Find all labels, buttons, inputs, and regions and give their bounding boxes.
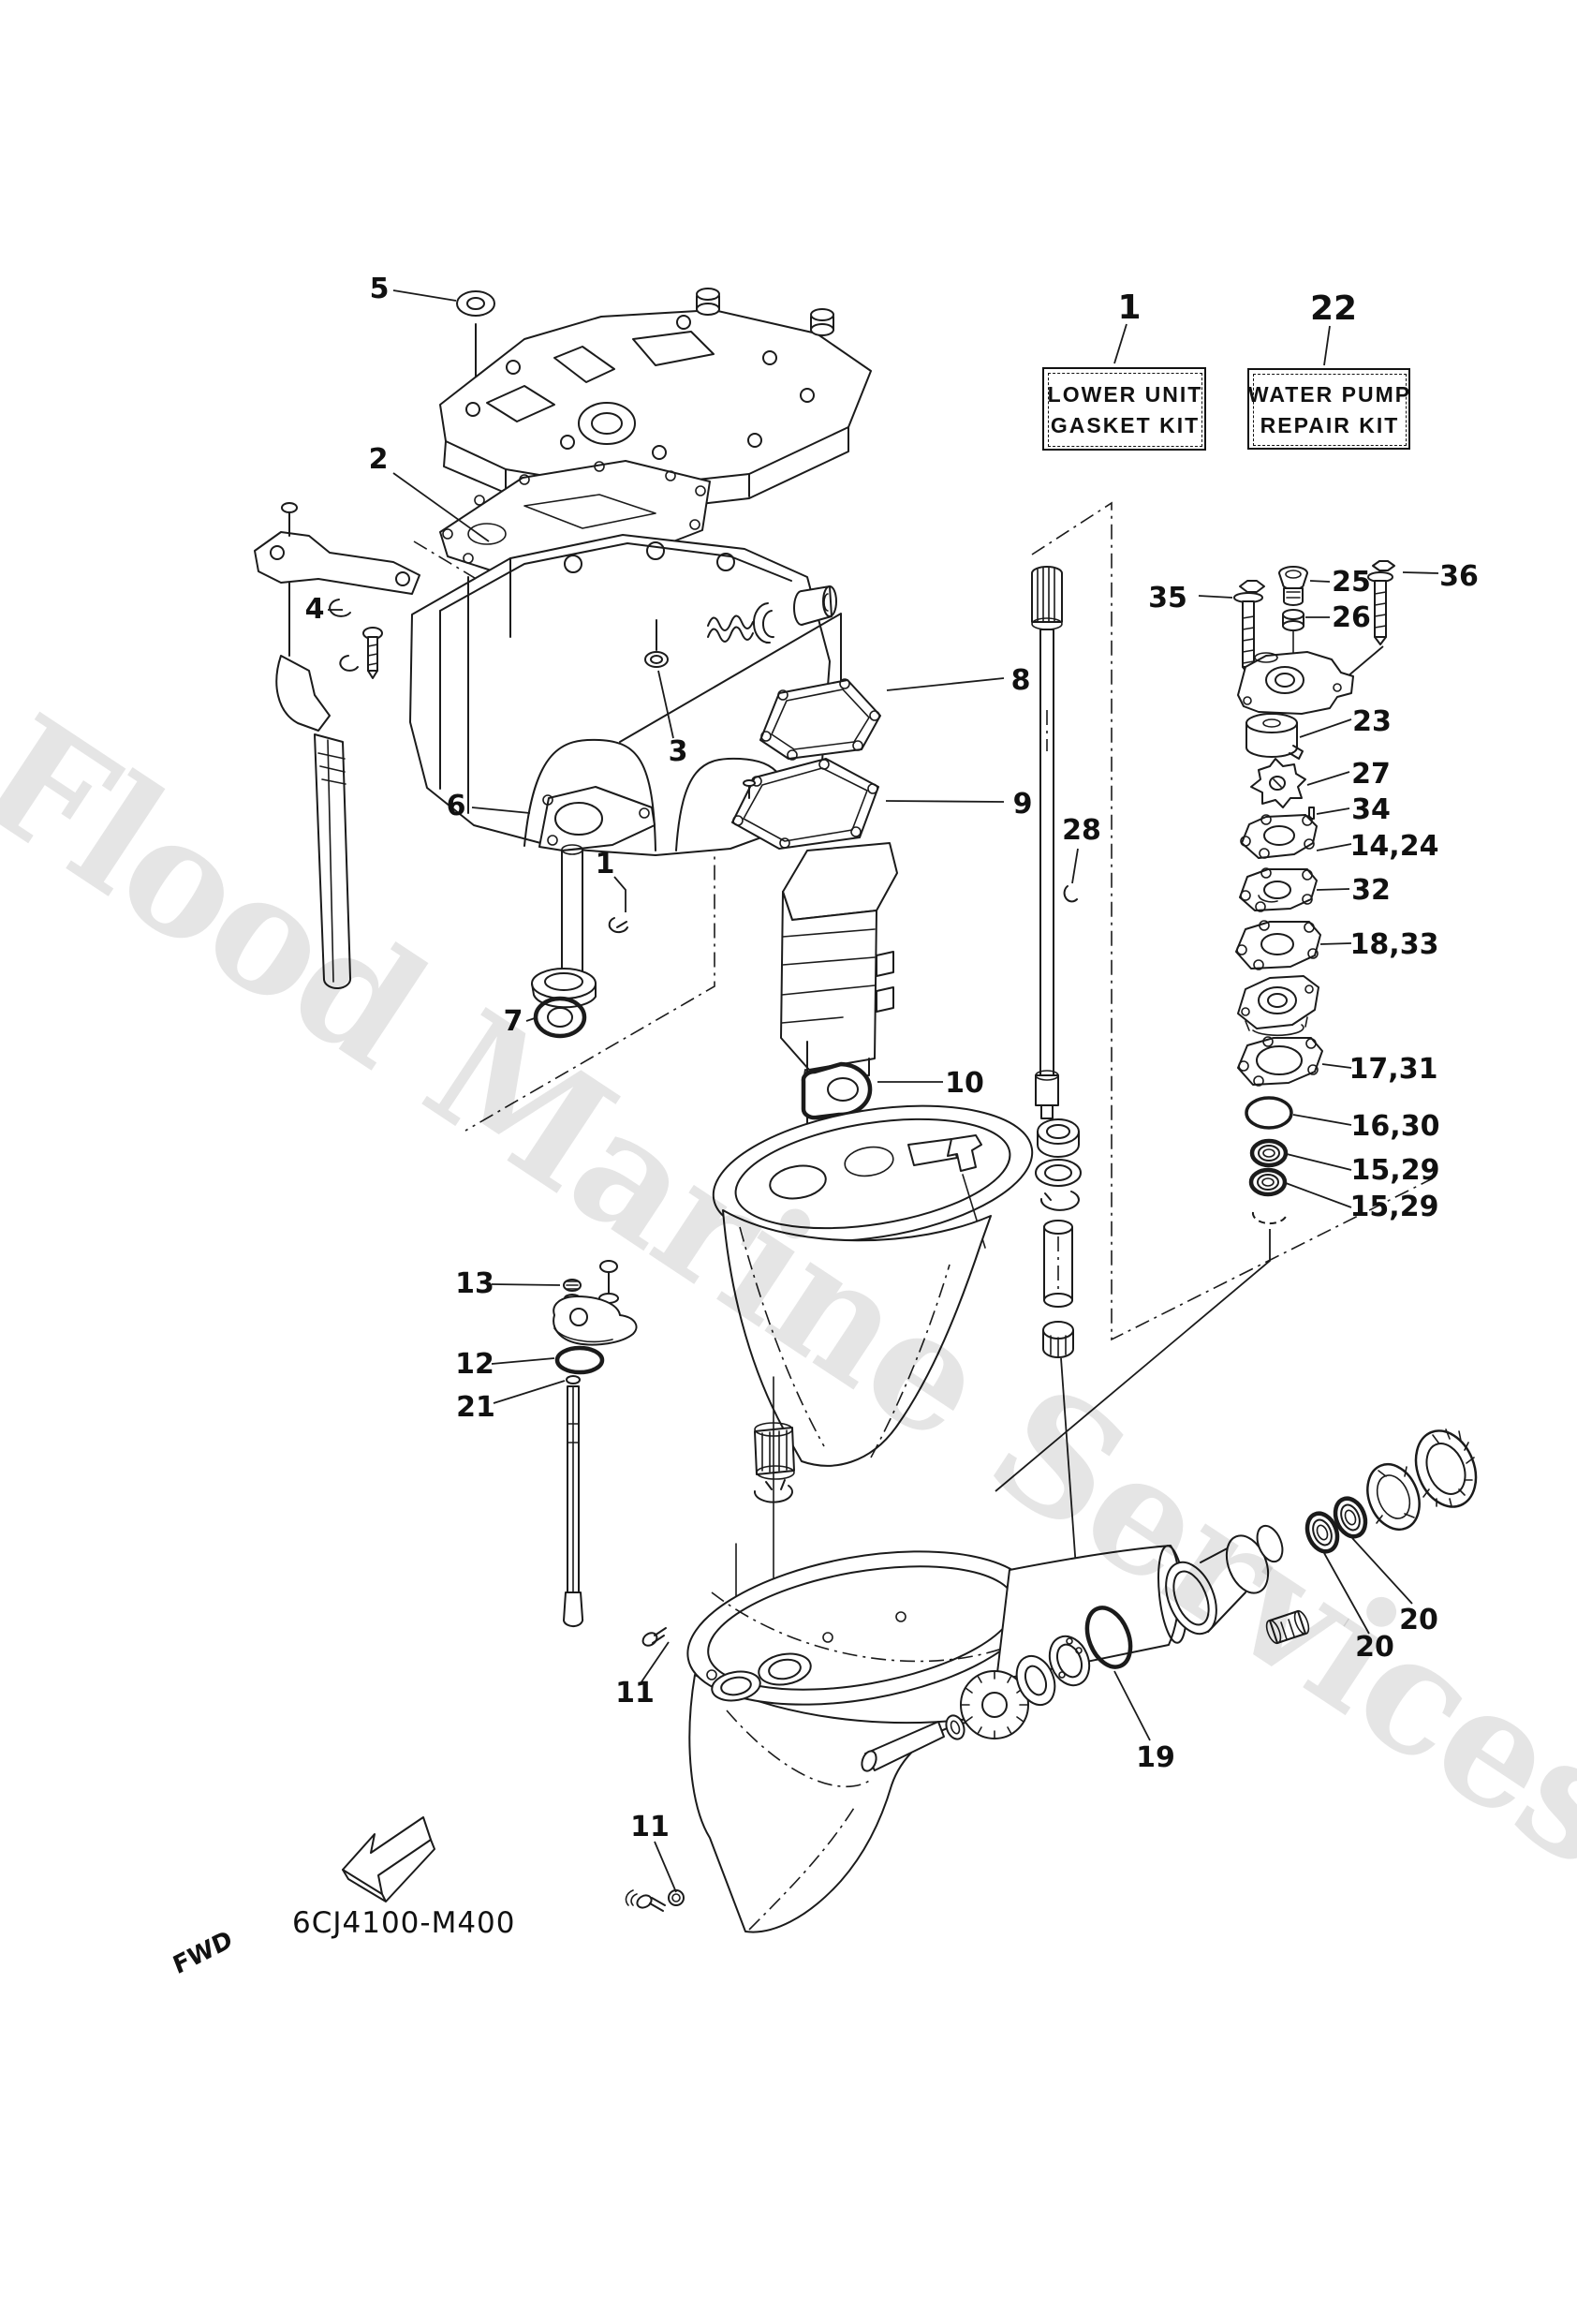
callout-label: 1 <box>1117 289 1141 327</box>
callout-leader <box>1316 807 1350 815</box>
muffler-gasket-stack <box>731 678 898 1168</box>
callout-label: 15,29 <box>1351 1154 1440 1187</box>
callout-label: 25 <box>1332 566 1371 599</box>
callout-leader <box>657 670 674 739</box>
callout-label: 5 <box>370 273 390 305</box>
callout-label: 34 <box>1351 793 1391 826</box>
speedo-nipple-parts <box>644 585 837 668</box>
callout-label: 12 <box>455 1348 494 1381</box>
callout-leader <box>613 876 626 912</box>
water-pump-base-seal <box>801 1061 873 1120</box>
callout-label: 10 <box>945 1067 984 1100</box>
callout-label: 23 <box>1352 705 1392 738</box>
callout-label: 14,24 <box>1350 830 1439 863</box>
callout-label: 4 <box>305 593 325 626</box>
callout-leader <box>1113 323 1127 364</box>
shift-bracket-assembly <box>254 502 420 990</box>
gear-case-drawing <box>686 1545 1187 1933</box>
callout-leader <box>1316 843 1352 851</box>
callout-leader <box>1071 848 1079 884</box>
callout-label: 32 <box>1351 874 1391 907</box>
callout-leader <box>1113 1670 1151 1741</box>
callout-leader <box>1351 1537 1413 1605</box>
callout-label: 6 <box>447 790 466 822</box>
callout-label: 20 <box>1355 1631 1394 1664</box>
callout-leader <box>1323 1552 1370 1635</box>
callout-leader <box>1198 595 1233 599</box>
callout-leader <box>885 800 1005 803</box>
fwd-arrow: FWD <box>169 1816 435 1980</box>
callout-label: 18,33 <box>1350 928 1439 961</box>
water-tube-assembly <box>531 786 656 1039</box>
callout-leader <box>491 1283 561 1286</box>
callout-label: 21 <box>456 1391 495 1424</box>
callout-leader <box>654 1841 677 1893</box>
water-pump-repair-kit-box: WATER PUMP REPAIR KIT <box>1247 368 1410 450</box>
callout-label: 19 <box>1136 1741 1175 1774</box>
callout-label: 7 <box>504 1005 523 1038</box>
repair-kit-line2: REPAIR KIT <box>1260 412 1400 437</box>
callout-label: 26 <box>1332 601 1371 634</box>
callout-leader <box>493 1380 566 1404</box>
callout-leader <box>640 1641 670 1684</box>
repair-kit-line1: WATER PUMP <box>1247 381 1412 407</box>
drawing-code: 6CJ4100-M400 <box>292 1906 516 1940</box>
callout-label: 9 <box>1013 788 1033 821</box>
lower-unit-gasket-kit-box: LOWER UNIT GASKET KIT <box>1042 367 1206 451</box>
callout-leader <box>1292 1114 1352 1126</box>
callout-leader <box>1285 1182 1352 1208</box>
exhaust-guide-assembly <box>439 288 872 514</box>
water-pump-stack <box>995 560 1395 1492</box>
callout-leader <box>886 677 1005 691</box>
callout-leader <box>392 289 457 302</box>
callout-leader <box>491 1357 555 1365</box>
driveshaft-housing-drawing <box>712 1104 1034 1678</box>
callout-label: 15,29 <box>1350 1191 1439 1223</box>
callout-leader <box>392 472 490 542</box>
callout-label: 36 <box>1439 560 1479 593</box>
callout-label: 20 <box>1399 1604 1438 1636</box>
callout-label: 13 <box>455 1267 494 1300</box>
callout-label: 28 <box>1062 814 1101 847</box>
callout-leader <box>1402 571 1439 574</box>
callout-label: 11 <box>630 1811 670 1843</box>
callout-leader <box>1299 718 1352 738</box>
callout-label: 27 <box>1351 758 1391 791</box>
callout-label: 2 <box>369 443 389 476</box>
driveshaft-drawing <box>1031 566 1082 1582</box>
drain-screws <box>625 1627 685 1912</box>
callout-label: 22 <box>1310 289 1357 328</box>
fwd-label: FWD <box>169 1925 236 1980</box>
callout-leader <box>1319 942 1352 945</box>
callout-label: 3 <box>669 735 688 768</box>
prop-shaft-assembly <box>861 1606 1133 1772</box>
callout-label: 35 <box>1148 582 1187 614</box>
callout-label: 17,31 <box>1349 1053 1438 1086</box>
callout-leader <box>1321 1063 1352 1069</box>
gasket-kit-line2: GASKET KIT <box>1050 412 1201 437</box>
callout-label: 8 <box>1011 664 1031 697</box>
callout-leader <box>1323 325 1331 366</box>
callout-label: 11 <box>615 1677 655 1710</box>
bearing-carrier-assembly <box>1165 1428 1478 1645</box>
callout-leader <box>525 1017 536 1022</box>
callout-leader <box>1306 771 1350 786</box>
callout-label: 16,30 <box>1351 1110 1440 1143</box>
gasket-kit-line1: LOWER UNIT <box>1047 381 1203 407</box>
callout-label: 1 <box>596 848 615 881</box>
shift-rod-assembly <box>553 1260 638 1628</box>
callout-leader <box>471 807 531 814</box>
callout-leader <box>1309 580 1331 583</box>
callout-leader <box>1316 888 1350 891</box>
callout-leader <box>1286 1153 1352 1171</box>
